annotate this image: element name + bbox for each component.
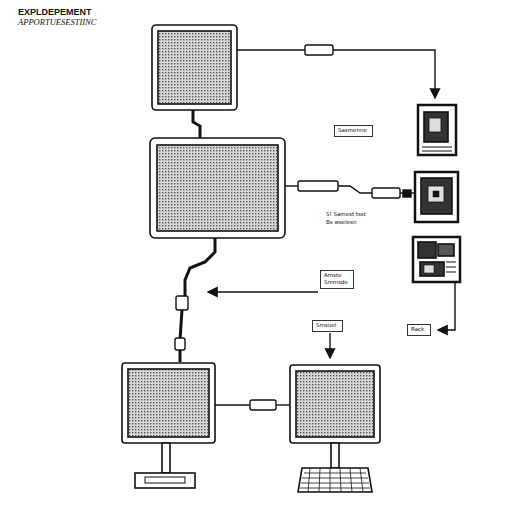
diagram-title: EXPLDEPEMENT [18,7,92,17]
label-box: AmsteSmmsde [320,270,354,289]
box-text: Amste [324,272,350,279]
box-text: Smmsde [324,279,350,286]
label-box: Smsuel [312,320,343,332]
box-text: Rack [411,326,427,333]
note-label: S! Samest tsst [326,211,366,217]
note-label: APPORTUESESTIINC [18,17,96,27]
box-text: Smsuel [316,322,339,329]
label-box: Rack [407,324,431,336]
label-box: Sasmenne [334,125,373,137]
box-text: Sasmenne [338,127,369,134]
note-label: Bs wselesn [326,219,356,225]
